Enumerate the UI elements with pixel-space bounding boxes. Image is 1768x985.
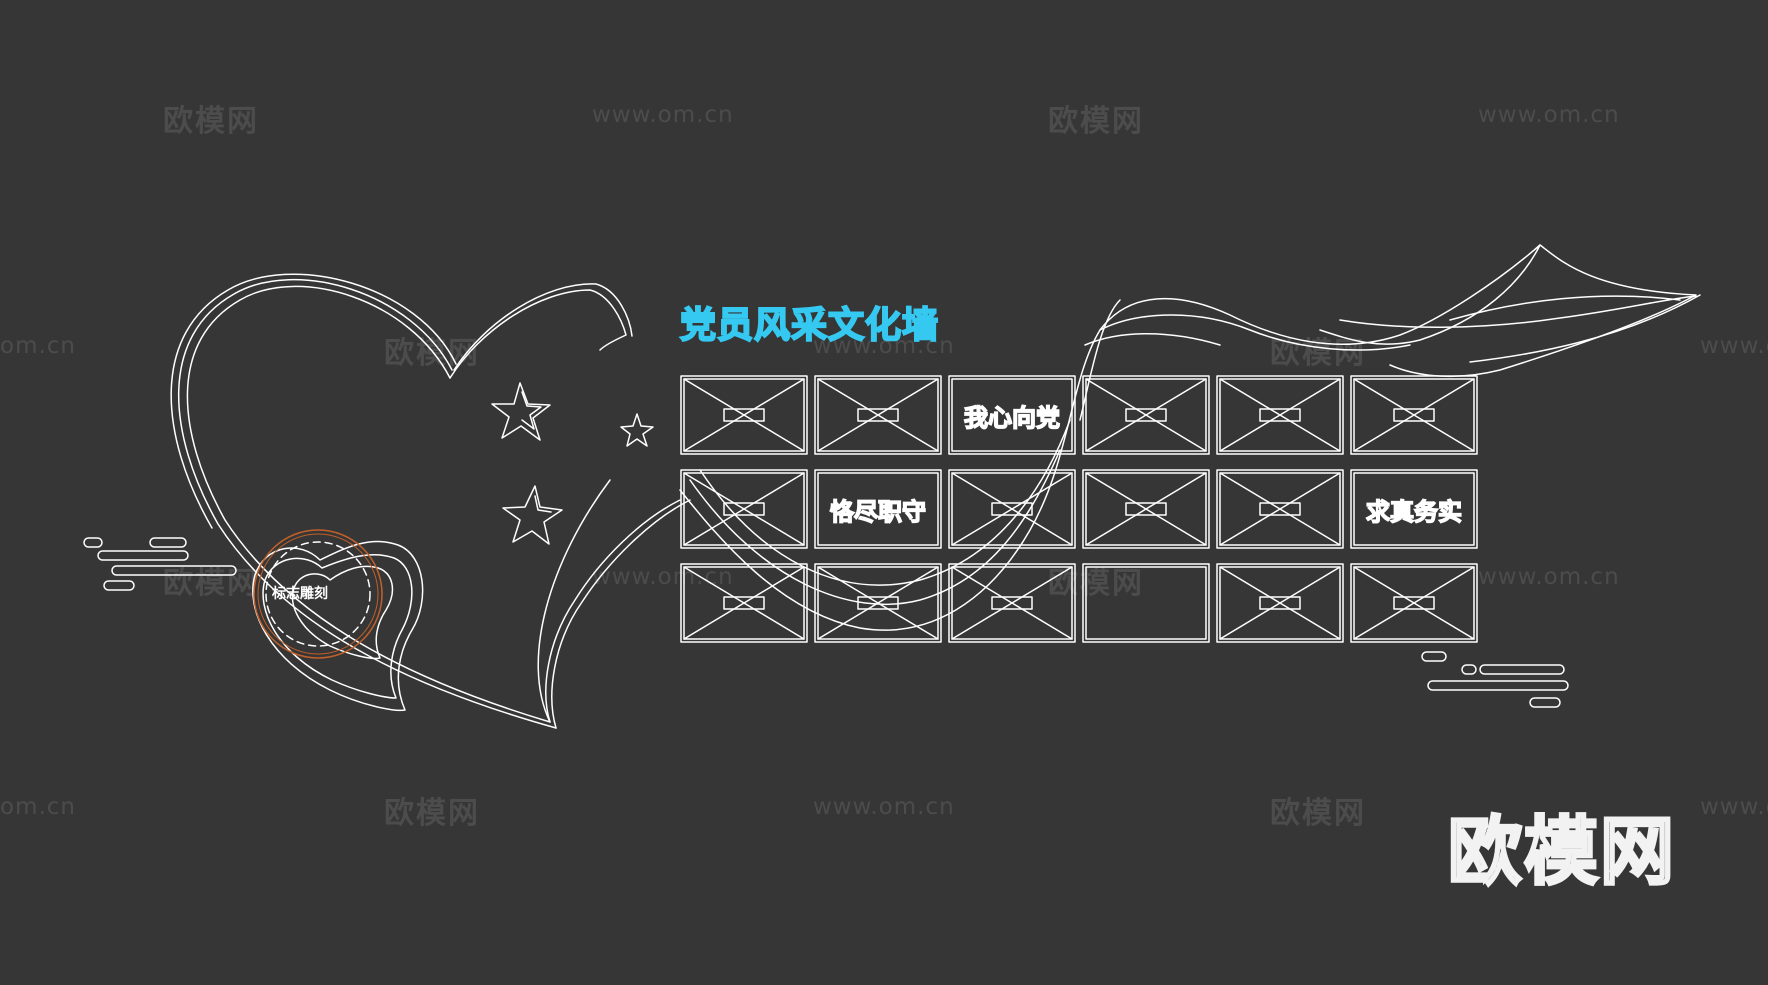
- panel: [948, 563, 1076, 643]
- panel-slogan: 恪尽职守: [829, 497, 926, 526]
- large-heart-icon: [170, 273, 691, 729]
- watermark-url: om.cn: [0, 333, 77, 359]
- small-heart-icon: [252, 540, 424, 712]
- badge-dashed-ring: [265, 541, 371, 647]
- watermark-brand: 欧模网: [163, 104, 259, 139]
- star-icon: [502, 485, 563, 545]
- cloud-icon: [83, 537, 237, 591]
- panel: [1082, 375, 1210, 455]
- watermark-brand: 欧模网: [384, 796, 480, 831]
- panel-slogan: 我心向党: [963, 403, 1060, 432]
- panel: [948, 469, 1076, 549]
- panel: [1216, 375, 1344, 455]
- panel: [814, 375, 942, 455]
- brand-logo: 欧模网: [1447, 808, 1676, 897]
- panel-slogan: 求真务实: [1365, 497, 1462, 526]
- badge-outer-ring: [253, 529, 383, 659]
- badge-label: 标志雕刻: [272, 586, 328, 602]
- panel: [1350, 563, 1478, 643]
- panel: [1082, 469, 1210, 549]
- panel: [1216, 469, 1344, 549]
- panel: [814, 563, 942, 643]
- badge-inner-ring: [257, 533, 379, 655]
- panel: [680, 469, 808, 549]
- watermark-brand: 欧模网: [1270, 796, 1366, 831]
- wall-title: 党员风采文化墙: [679, 304, 940, 347]
- star-icon: [491, 382, 551, 441]
- panel: [1216, 563, 1344, 643]
- panel: [948, 375, 1076, 455]
- watermark-url: www.om.cn: [813, 333, 955, 359]
- watermark-url: www.o: [1700, 333, 1768, 359]
- cloud-icon: [1421, 651, 1569, 708]
- watermark-url: www.om.cn: [1478, 102, 1620, 128]
- panel-grid: [680, 375, 1478, 643]
- ribbon-icon: [679, 244, 1701, 631]
- watermark-url: www.om.cn: [1478, 564, 1620, 590]
- star-icon: [620, 413, 654, 447]
- panel: [680, 563, 808, 643]
- panel: [1350, 469, 1478, 549]
- watermark-url: www.om.cn: [813, 794, 955, 820]
- watermark-url: www.o: [1700, 794, 1768, 820]
- watermark-url: www.om.cn: [592, 564, 734, 590]
- watermark-brand: 欧模网: [163, 566, 259, 601]
- watermark-url: www.om.cn: [592, 102, 734, 128]
- watermark-brand: 欧模网: [1048, 104, 1144, 139]
- watermark-url: om.cn: [0, 794, 77, 820]
- panel: [814, 469, 942, 549]
- panel: [1350, 375, 1478, 455]
- panel: [1082, 563, 1210, 643]
- watermark-brand: 欧模网: [384, 336, 480, 371]
- panel: [680, 375, 808, 455]
